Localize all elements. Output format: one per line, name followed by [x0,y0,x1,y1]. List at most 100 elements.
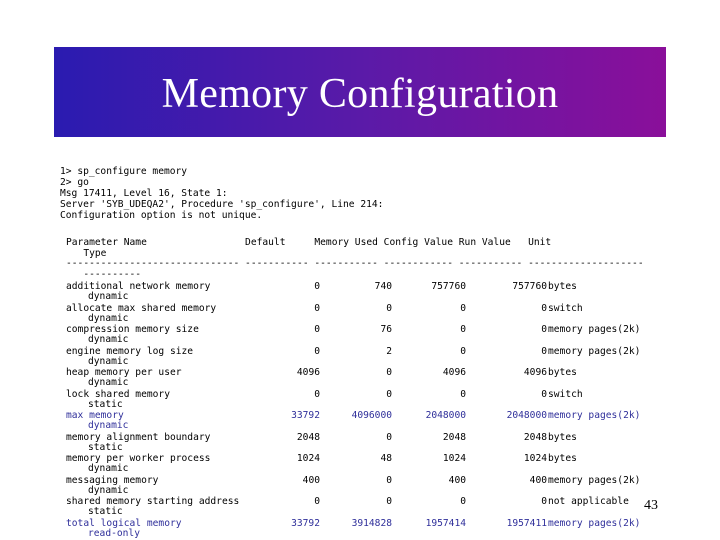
memory-used-value: 740 [374,281,392,292]
run-value: 2048 [523,431,547,443]
unit-value: memory pages(2k) [548,517,641,529]
param-name: max memory [66,410,124,421]
table-separator: ------------------------------ ---------… [66,258,644,281]
run-value: 0 [541,324,547,335]
output-line: 1> sp_configure memory [60,166,188,177]
config-value: 4096 [442,367,466,378]
memory-used-value: 0 [386,474,392,486]
unit-value: memory pages(2k) [548,410,641,421]
default-value: 0 [314,302,320,314]
param-type: dynamic [88,463,129,474]
config-value: 757760 [431,281,466,292]
page-number: 43 [644,498,658,513]
param-type: dynamic [88,484,129,496]
memory-used-value: 0 [386,388,392,400]
config-value: 2048 [442,431,466,443]
run-value: 4096 [523,367,547,378]
param-type: dynamic [88,355,129,367]
default-value: 1024 [296,453,320,464]
table-header: Parameter Name Default Memory Used Confi… [66,237,552,260]
param-name: messaging memory [66,474,159,486]
unit-value: bytes [548,367,577,378]
param-name: memory alignment boundary [66,431,211,443]
unit-value: switch [548,302,583,314]
run-value: 2048000 [506,410,547,421]
command-output: 1> sp_configure memory 2> go Msg 17411, … [60,166,384,222]
param-name: additional network memory [66,281,211,292]
default-value: 0 [314,388,320,400]
unit-value: bytes [548,431,577,443]
config-value: 2048000 [425,410,466,421]
param-name: lock shared memory [66,388,170,400]
default-value: 0 [314,281,320,292]
default-value: 33792 [291,410,320,421]
run-value: 0 [541,345,547,357]
run-value: 0 [541,388,547,400]
memory-used-value: 4096000 [351,410,392,421]
param-type: dynamic [88,291,129,302]
memory-used-value: 2 [386,345,392,357]
param-type: read-only [88,527,140,539]
default-value: 0 [314,345,320,357]
param-type: static [88,398,123,410]
param-name: shared memory starting address [66,496,240,507]
param-type: static [88,441,123,453]
run-value: 400 [529,474,547,486]
config-value: 0 [460,302,466,314]
default-value: 400 [302,474,320,486]
memory-used-value: 0 [386,302,392,314]
memory-used-value: 0 [386,431,392,443]
param-name: engine memory log size [66,345,194,357]
unit-value: not applicable [548,496,629,507]
separator-line: ------------------------------ ---------… [66,258,644,269]
output-line: Server 'SYB_UDEQA2', Procedure 'sp_confi… [60,198,384,210]
config-value: 1957414 [425,517,466,529]
run-value: 0 [541,302,547,314]
param-name: memory per worker process [66,453,211,464]
output-line: Msg 17411, Level 16, State 1: [60,187,228,199]
param-type: static [88,506,123,517]
param-type: dynamic [88,334,129,345]
config-value: 0 [460,496,466,507]
run-value: 1024 [523,453,547,464]
title-banner [54,47,666,137]
param-type: dynamic [88,377,129,388]
config-value: 0 [460,388,466,400]
run-value: 0 [541,496,547,507]
config-value: 1024 [442,453,466,464]
param-type: dynamic [88,420,129,431]
unit-value: memory pages(2k) [548,345,641,357]
unit-value: bytes [548,281,577,292]
memory-used-value: 48 [380,453,392,464]
unit-value: memory pages(2k) [548,324,641,335]
default-value: 0 [314,324,320,335]
unit-value: bytes [548,453,577,464]
default-value: 2048 [296,431,320,443]
table-header-line: Parameter Name Default Memory Used Confi… [66,237,552,248]
table-header-type: Type [66,247,107,259]
param-name: compression memory size [66,324,199,335]
separator-line: ---------- [66,268,142,280]
default-value: 0 [314,496,320,507]
memory-used-value: 3914828 [351,517,392,529]
slide-title: Memory Configuration [161,71,559,117]
param-name: allocate max shared memory [66,302,217,314]
unit-value: memory pages(2k) [548,474,641,486]
default-value: 33792 [291,517,320,529]
output-line: Configuration option is not unique. [60,209,263,221]
param-type: dynamic [88,312,129,324]
default-value: 4096 [296,367,320,378]
run-value: 1957411 [506,517,547,529]
param-name: total logical memory [66,517,182,529]
config-value: 0 [460,324,466,335]
